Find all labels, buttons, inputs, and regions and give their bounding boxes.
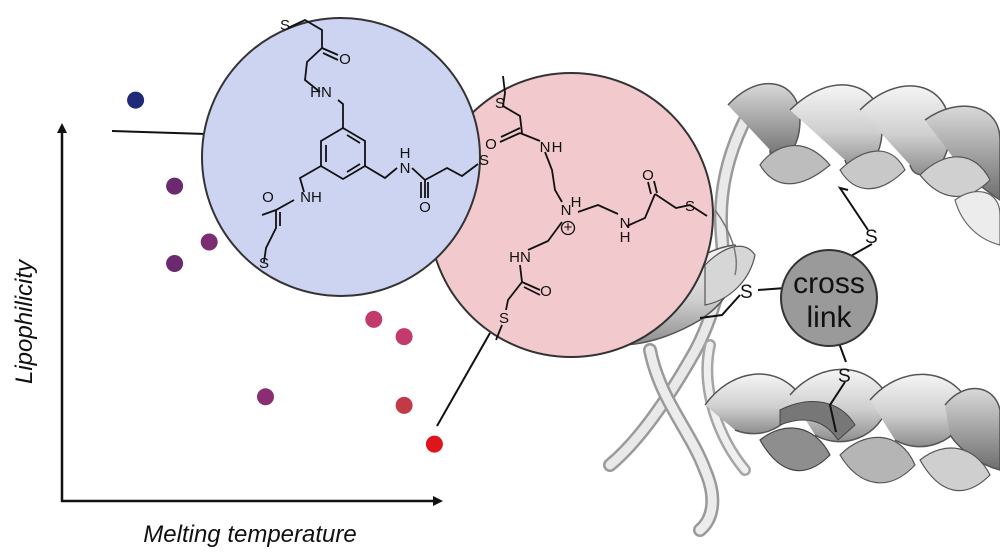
blue-s-right: S [479, 152, 489, 169]
blue-s-top: S [280, 17, 290, 34]
red-s-left: S [499, 310, 509, 327]
sulfur-label-left: S [740, 282, 753, 303]
plot-axes: Lipophilicity Melting temperature [11, 123, 443, 548]
helix-top [727, 82, 1000, 246]
blue-bubble-circle [201, 17, 481, 297]
crosslink-node: cross link [780, 249, 878, 347]
red-plus: + [564, 219, 573, 236]
red-s-top: S [495, 95, 505, 112]
data-point-7 [257, 388, 274, 406]
red-h-center: H [571, 194, 582, 211]
red-hn-left: HN [509, 249, 531, 266]
protein-ribbon: S S S cross link [603, 82, 1000, 537]
red-s-right: S [685, 198, 695, 215]
blue-h-right: H [400, 145, 411, 162]
blue-o-left: O [262, 189, 274, 206]
blue-nh-left: NH [300, 189, 322, 206]
data-point-8 [395, 396, 413, 414]
helix-bottom [704, 368, 1000, 492]
blue-o-top: O [339, 51, 351, 68]
x-axis-label: Melting temperature [143, 521, 356, 548]
data-point-1 [127, 91, 145, 109]
sulfur-label-bottom: S [838, 366, 851, 387]
blue-o-right: O [419, 199, 431, 216]
red-h-top: H [552, 139, 563, 156]
connector-blue [111, 130, 207, 135]
red-n-center: N [561, 202, 572, 219]
crosslink-label-line2: link [806, 301, 852, 334]
red-molecule-structure [495, 75, 708, 341]
data-point-3 [200, 233, 218, 251]
red-h-right: H [620, 229, 631, 246]
data-point-2 [166, 177, 184, 195]
red-plus-circle [560, 220, 576, 236]
data-point-5 [365, 310, 383, 328]
thiol-linkers [699, 186, 873, 433]
blue-molecule-structure [261, 18, 479, 263]
blue-molecule-bubble: S O HN H N O S NH O S [201, 17, 489, 297]
red-n-right: N [620, 215, 631, 232]
data-point-4 [166, 255, 184, 272]
connector-red [436, 332, 491, 427]
crosslink-label-line1: cross [793, 267, 865, 300]
data-point-6 [395, 328, 413, 346]
scatter-points [127, 91, 443, 453]
sulfur-label-top: S [865, 227, 878, 248]
data-point-9 [425, 435, 443, 453]
blue-s-left: S [259, 255, 269, 272]
blue-n-right: N [400, 160, 411, 177]
red-n-top: N [540, 139, 551, 156]
red-o-left: O [540, 283, 552, 300]
red-o-right: O [642, 167, 654, 184]
y-axis-label: Lipophilicity [11, 258, 38, 384]
red-o-top: O [485, 136, 497, 153]
blue-hn-top: HN [310, 84, 332, 101]
